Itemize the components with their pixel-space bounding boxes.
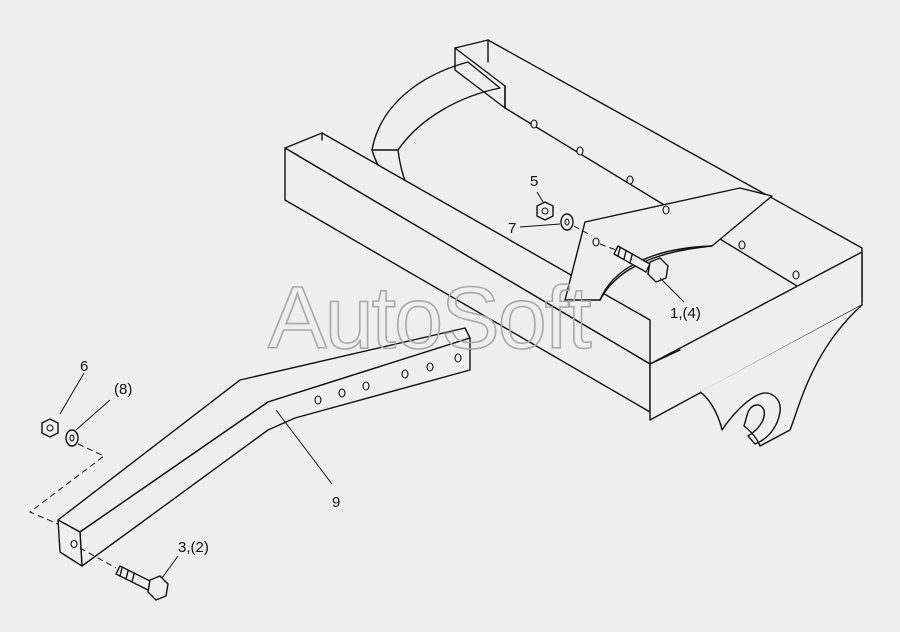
callout-labels: 5 7 1,(4) 6 (8) 9 3,(2) [80,173,701,556]
frame-lower-plate [699,304,863,447]
upper-fasteners [536,201,669,283]
leader-lines [29,191,685,579]
bolt-upper-head [647,257,669,283]
callout-washer-lower: (8) [114,381,132,398]
callout-arm: 9 [332,494,340,511]
arm [57,327,471,567]
nut-lower [41,418,59,438]
callout-nut-upper: 5 [530,173,538,190]
callout-washer-upper: 7 [508,220,516,237]
callout-bolt-upper: 1,(4) [670,305,701,322]
nut-upper [536,201,554,221]
watermark-text: AutoSoft [268,268,591,367]
arm-side-face [79,337,471,567]
bolt-upper [613,245,651,273]
washer-lower [65,429,79,447]
washer-upper [560,213,574,231]
frame-assembly [284,39,863,447]
drum-back [371,61,501,151]
bolt-lower-head [147,575,169,601]
lower-fasteners [41,418,169,601]
callout-nut-lower: 6 [80,358,88,375]
callout-bolt-lower: 3,(2) [178,539,209,556]
